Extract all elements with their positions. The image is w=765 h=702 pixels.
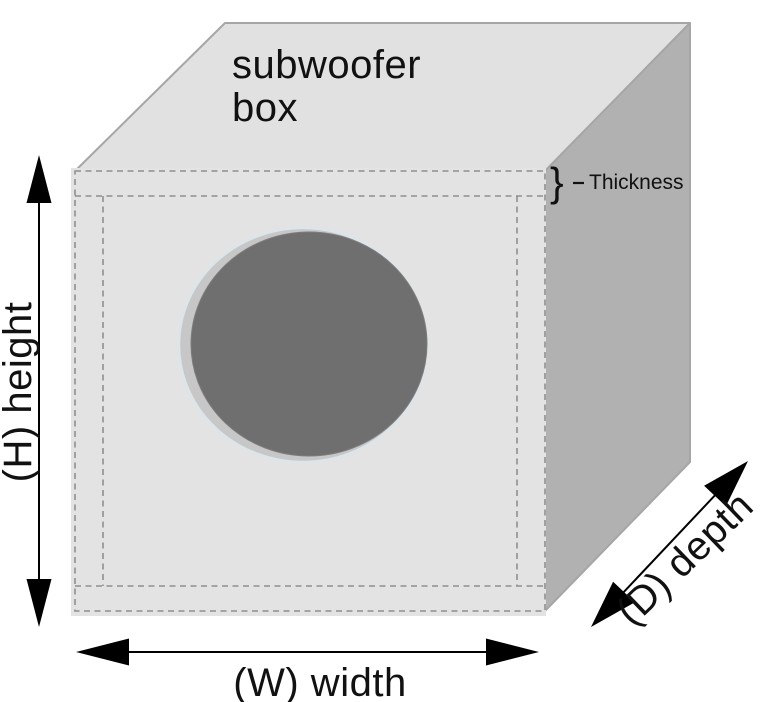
speaker-hole	[190, 231, 428, 457]
box-title-line2: box	[232, 86, 298, 130]
thickness-brace: }	[550, 159, 564, 205]
height-arrow-head-bottom	[26, 579, 52, 627]
thickness-label: Thickness	[589, 171, 684, 194]
box-title-line1: subwoofer	[232, 43, 421, 87]
depth-dimension-arrow	[591, 461, 748, 627]
width-arrow-head-right	[486, 638, 539, 666]
width-label: (W) width	[233, 661, 406, 702]
height-label: (H) height	[0, 302, 40, 483]
width-arrow-head-left	[76, 638, 129, 666]
height-arrow-head-top	[26, 155, 52, 203]
depth-arrow-head-bottom	[591, 581, 635, 627]
depth-arrow-head-top	[704, 461, 748, 507]
width-dimension-arrow	[76, 638, 539, 666]
height-dimension-arrow	[26, 155, 52, 627]
front-panel-outline-dashed	[74, 170, 546, 612]
depth-arrow-shaft	[603, 472, 737, 614]
